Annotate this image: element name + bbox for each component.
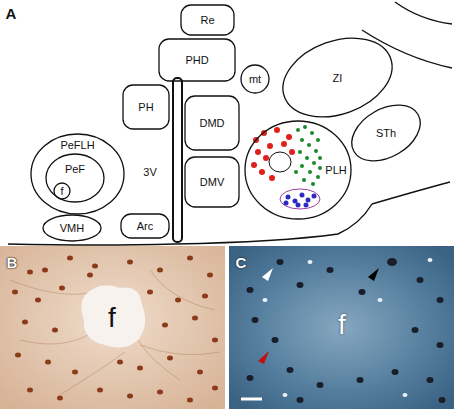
panel-letter: B [7,255,18,270]
neuron-markers [251,125,322,209]
region-outline [45,153,105,203]
atlas-lines [8,2,452,245]
region-outline [159,39,235,81]
region-outline [245,121,351,219]
brain-outline [372,182,450,204]
region-label: Re [200,14,214,27]
brain-region: STh [348,108,424,158]
green-dots [294,125,322,186]
region-outline [185,96,239,150]
region-label: PeF [65,163,85,176]
brain-region: mt [240,64,270,94]
region-label: mt [249,73,261,86]
brain-region: ZI [280,40,395,115]
brain-region: Arc [120,213,170,239]
region-label: PeFLH [60,139,94,152]
region-label: f [60,185,63,198]
panel-letter: C [236,255,247,270]
brain-region: VMH [42,214,102,242]
micrograph-b [0,246,225,409]
region-outline [272,24,403,131]
region-label: STh [376,127,396,140]
region-label: VMH [60,222,84,235]
scale-bar [241,398,262,401]
red-dots [251,127,295,181]
brain-region: PLH [244,120,352,220]
brain-region: Re [180,4,235,36]
region-label: PH [138,101,153,114]
arrowhead [368,268,379,281]
region-label: DMV [200,176,224,189]
brain-region: f [53,182,71,200]
cluster-outline [280,189,320,209]
arrowhead [258,351,269,364]
brain-region: PHD [158,38,236,82]
brain-region: DMV [184,156,240,208]
region-label: DMD [199,117,224,130]
micrograph-c [229,246,454,409]
inner-outline [269,152,291,172]
region-outline [185,157,239,207]
region-outline [46,154,104,202]
brain-region: PH [122,84,170,130]
region-outline [54,183,70,199]
region-label: ZI [333,71,343,84]
ventricle-label: 3V [143,167,156,178]
region-outline [181,5,234,35]
brain-region: DMD [184,95,240,151]
blue-dots [284,193,317,208]
brain-region: PeFf [45,153,105,203]
region-outline [342,94,430,173]
tract-line [395,2,452,24]
structure-label: f [108,304,116,332]
panel-letter: A [6,6,17,21]
region-outline [121,214,169,238]
tract-line [362,30,452,68]
brain-region: PeFLHPeFf [30,133,125,215]
region-label: PHD [185,54,208,67]
region-label: Arc [137,220,154,233]
arrowhead [262,268,273,281]
region-label: PLH [325,164,346,177]
region-outline [123,85,169,129]
region-outline [43,215,101,241]
region-outline [31,134,124,214]
third-ventricle [173,78,182,242]
region-outline [241,65,269,93]
structure-label: f [338,311,346,339]
brain-outline [8,204,372,245]
